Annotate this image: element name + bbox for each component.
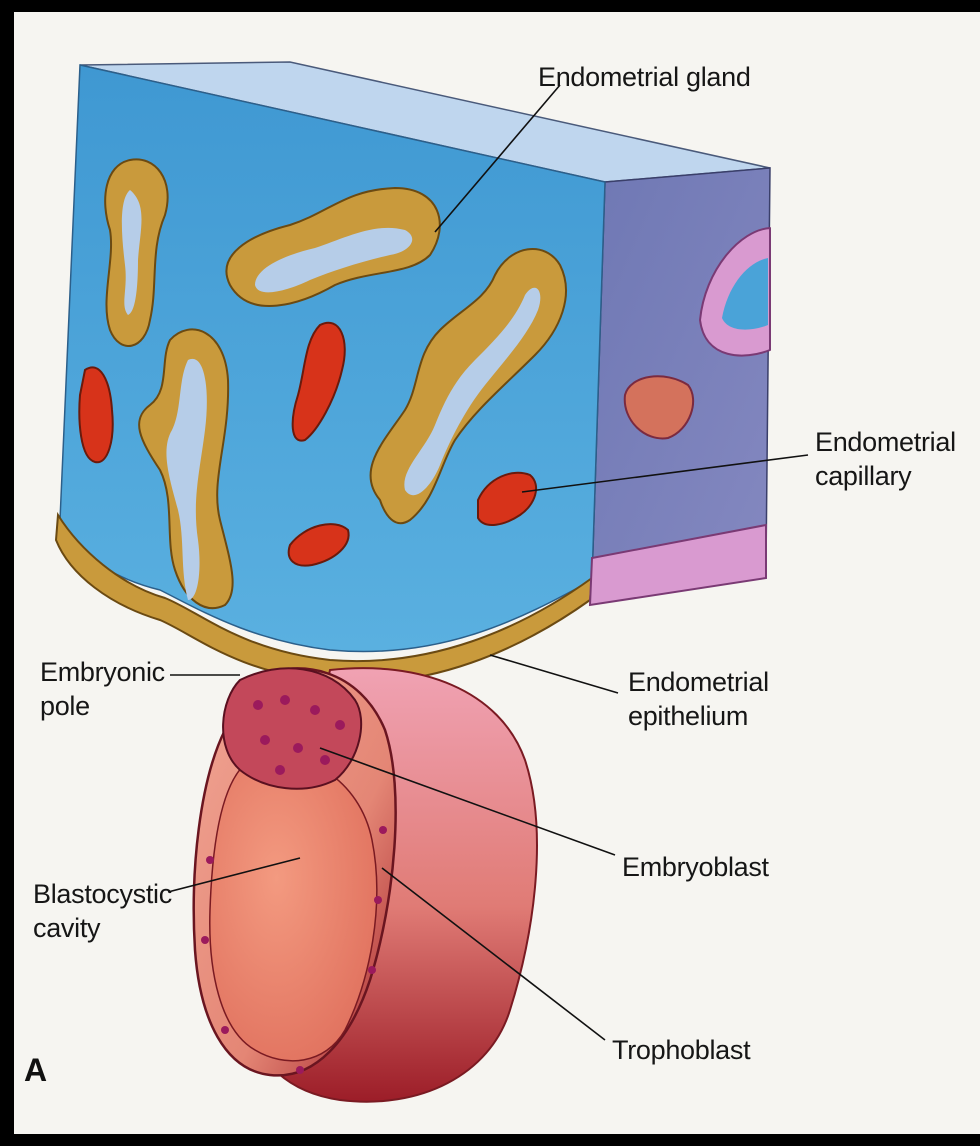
blastocyst <box>194 668 537 1102</box>
label-embryoblast: Embryoblast <box>622 850 769 884</box>
label-line: capillary <box>815 459 956 493</box>
label-line: Endometrial <box>815 425 956 459</box>
label-endometrial-capillary: Endometrial capillary <box>815 425 956 493</box>
label-trophoblast: Trophoblast <box>612 1033 750 1067</box>
label-line: cavity <box>33 911 172 945</box>
label-line: Blastocystic <box>33 877 172 911</box>
label-line: epithelium <box>628 699 769 733</box>
label-blastocystic-cavity: Blastocystic cavity <box>33 877 172 945</box>
endometrium-side-face <box>592 168 770 580</box>
leader-endometrial-epithelium <box>490 655 618 693</box>
panel-letter: A <box>24 1052 47 1089</box>
label-endometrial-gland: Endometrial gland <box>538 60 751 94</box>
label-line: Endometrial <box>628 665 769 699</box>
blastocystic-cavity-fill <box>210 757 377 1061</box>
label-line: pole <box>40 689 165 723</box>
label-line: Embryonic <box>40 655 165 689</box>
label-embryonic-pole: Embryonic pole <box>40 655 165 723</box>
label-endometrial-epithelium: Endometrial epithelium <box>628 665 769 733</box>
